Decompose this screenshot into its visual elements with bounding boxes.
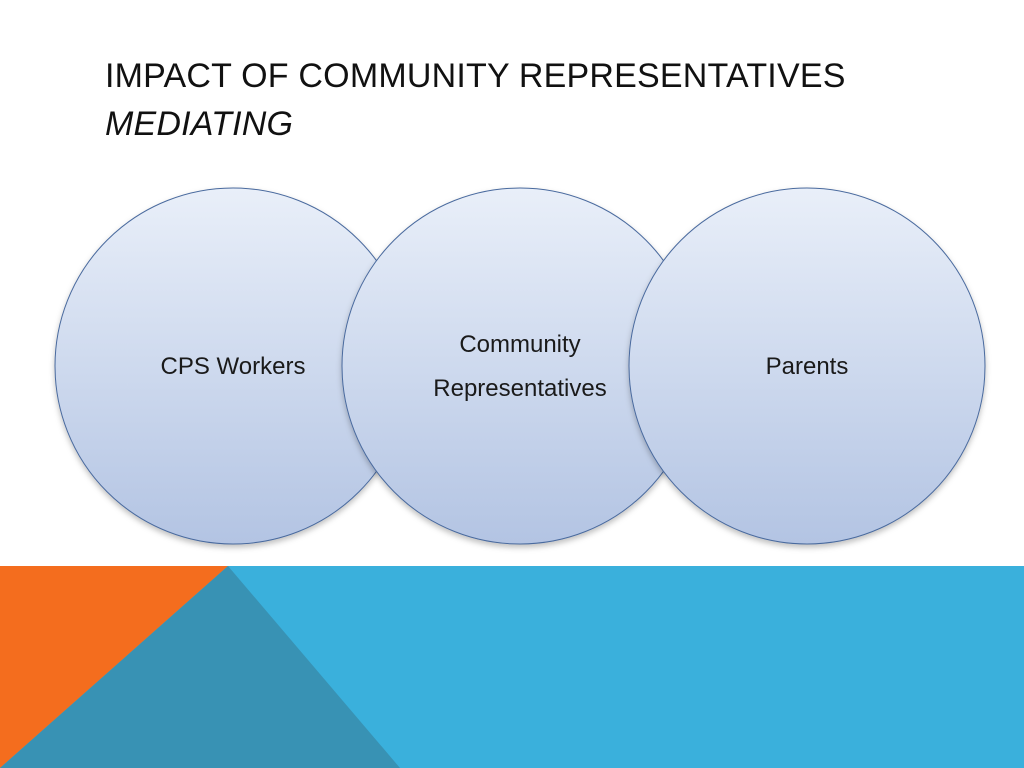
title-line-1: Impact of Community Representatives (105, 57, 846, 95)
circle-label-cps-workers: CPS Workers (161, 353, 306, 380)
slide-title: Impact of Community Representatives Medi… (105, 52, 985, 148)
circle-label-line: CPS Workers (161, 353, 306, 380)
circle-parents (628, 187, 986, 545)
bottom-band-teal (0, 566, 400, 768)
circle-label-parents: Parents (766, 353, 849, 380)
circle-label-line: Representatives (433, 375, 606, 402)
circle-label-line: Parents (766, 353, 849, 380)
circles-layer (54, 187, 986, 545)
title-line-2: Mediating (105, 105, 294, 143)
circle-label-line: Community (459, 331, 580, 358)
